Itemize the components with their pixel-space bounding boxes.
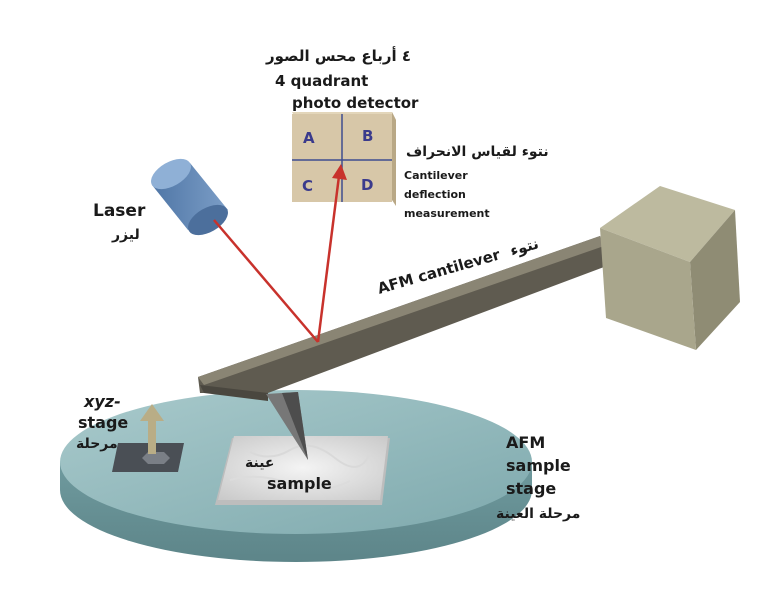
deflection-label-ar: نتوء لقياس الانحراف <box>406 144 549 160</box>
deflection-label-en-2: deflection <box>404 188 466 201</box>
detector-label-en-1: 4 quadrant <box>275 72 369 90</box>
quadrant-d-label: D <box>361 176 374 194</box>
detector-label-ar: ٤ أرباع محس الصور <box>266 47 412 65</box>
xyz-stage-arrows-icon <box>112 404 184 472</box>
laser-beam <box>213 164 347 343</box>
sample-label-ar: عينة <box>245 455 275 471</box>
sample-slab <box>215 436 390 505</box>
sample-label-en: sample <box>267 474 332 493</box>
deflection-label-en-3: measurement <box>404 207 490 220</box>
laser-label-ar: ليزر <box>112 227 140 243</box>
detector-label-en-2: photo detector <box>292 94 419 112</box>
cantilever-block <box>600 186 740 350</box>
sample-stage-label-ar: مرحلة العينة <box>496 506 581 522</box>
deflection-label-en-1: Cantilever <box>404 169 468 182</box>
quadrant-a-label: A <box>303 129 315 147</box>
xyz-stage-label-ar: مرحلة <box>76 436 118 452</box>
xyz-stage-label-en-2: stage <box>78 413 129 432</box>
sample-stage-label-en-1: AFM <box>506 433 546 452</box>
laser-label-en: Laser <box>93 201 146 221</box>
quadrant-b-label: B <box>362 127 374 145</box>
sample-stage-label-en-2: sample <box>506 456 571 475</box>
afm-cantilever-beam <box>198 236 612 401</box>
laser-icon <box>151 158 228 236</box>
quadrant-c-label: C <box>302 177 314 195</box>
photo-detector <box>292 112 396 206</box>
sample-stage-label-en-3: stage <box>506 479 557 498</box>
xyz-stage-label-en-1: xyz- <box>84 392 121 411</box>
